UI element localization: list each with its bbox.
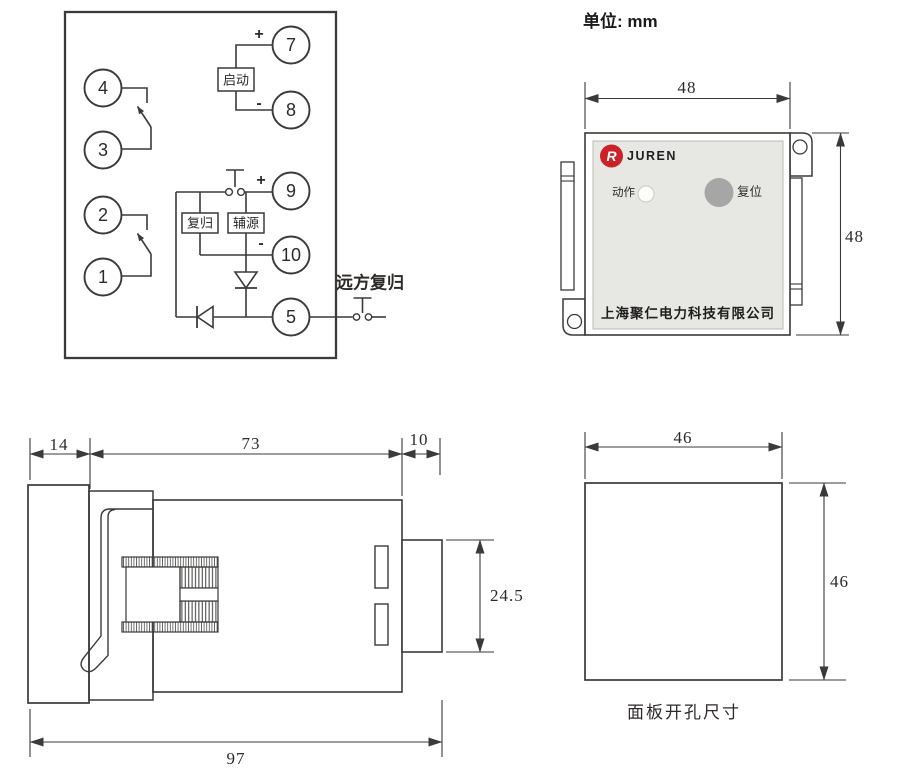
company-name: 上海聚仁电力科技有限公司 (601, 306, 775, 321)
panel-cutout-art (584, 432, 846, 681)
dim-terminal-height: 24.5 (490, 586, 524, 605)
juren-logo-icon: R (606, 147, 617, 164)
front-panel-art (560, 82, 849, 336)
polarity-plus-t7: + (254, 26, 264, 43)
dim-panel-height: 48 (845, 227, 864, 246)
dim-front-depth: 14 (49, 435, 69, 454)
terminal-1-label: 1 (97, 267, 109, 287)
aux-supply-block-label: 辅源 (232, 215, 260, 231)
terminal-4-label: 4 (97, 78, 109, 98)
polarity-minus-t10: - (258, 235, 264, 252)
unit-note: 单位: mm (583, 12, 658, 31)
led-label: 动作 (612, 187, 635, 199)
dim-cutout-width: 46 (673, 428, 693, 447)
polarity-plus-t9: + (256, 172, 266, 189)
reset-button-label: 复位 (737, 185, 763, 199)
dim-panel-width: 48 (677, 78, 697, 97)
dim-cutout-height: 46 (830, 572, 849, 591)
terminal-2-label: 2 (97, 205, 109, 225)
terminal-8-label: 8 (285, 100, 297, 120)
remote-reset-label: 远方复归 (336, 273, 404, 293)
dim-terminal-depth: 10 (409, 430, 429, 449)
dim-body-depth: 73 (241, 434, 261, 453)
brand-text: JUREN (627, 149, 677, 163)
wiring-diagram-art (63, 10, 386, 360)
side-view-art (27, 438, 494, 757)
terminal-9-label: 9 (285, 181, 297, 201)
terminal-10-label: 10 (280, 245, 302, 265)
cutout-caption: 面板开孔尺寸 (627, 703, 741, 722)
reset-block-label: 复归 (186, 215, 214, 231)
polarity-minus-t8: - (256, 95, 262, 112)
terminal-5-label: 5 (285, 307, 297, 327)
terminal-7-label: 7 (285, 35, 297, 55)
terminal-3-label: 3 (97, 140, 109, 160)
dim-total-depth: 97 (226, 749, 246, 768)
start-block-label: 启动 (222, 72, 250, 87)
